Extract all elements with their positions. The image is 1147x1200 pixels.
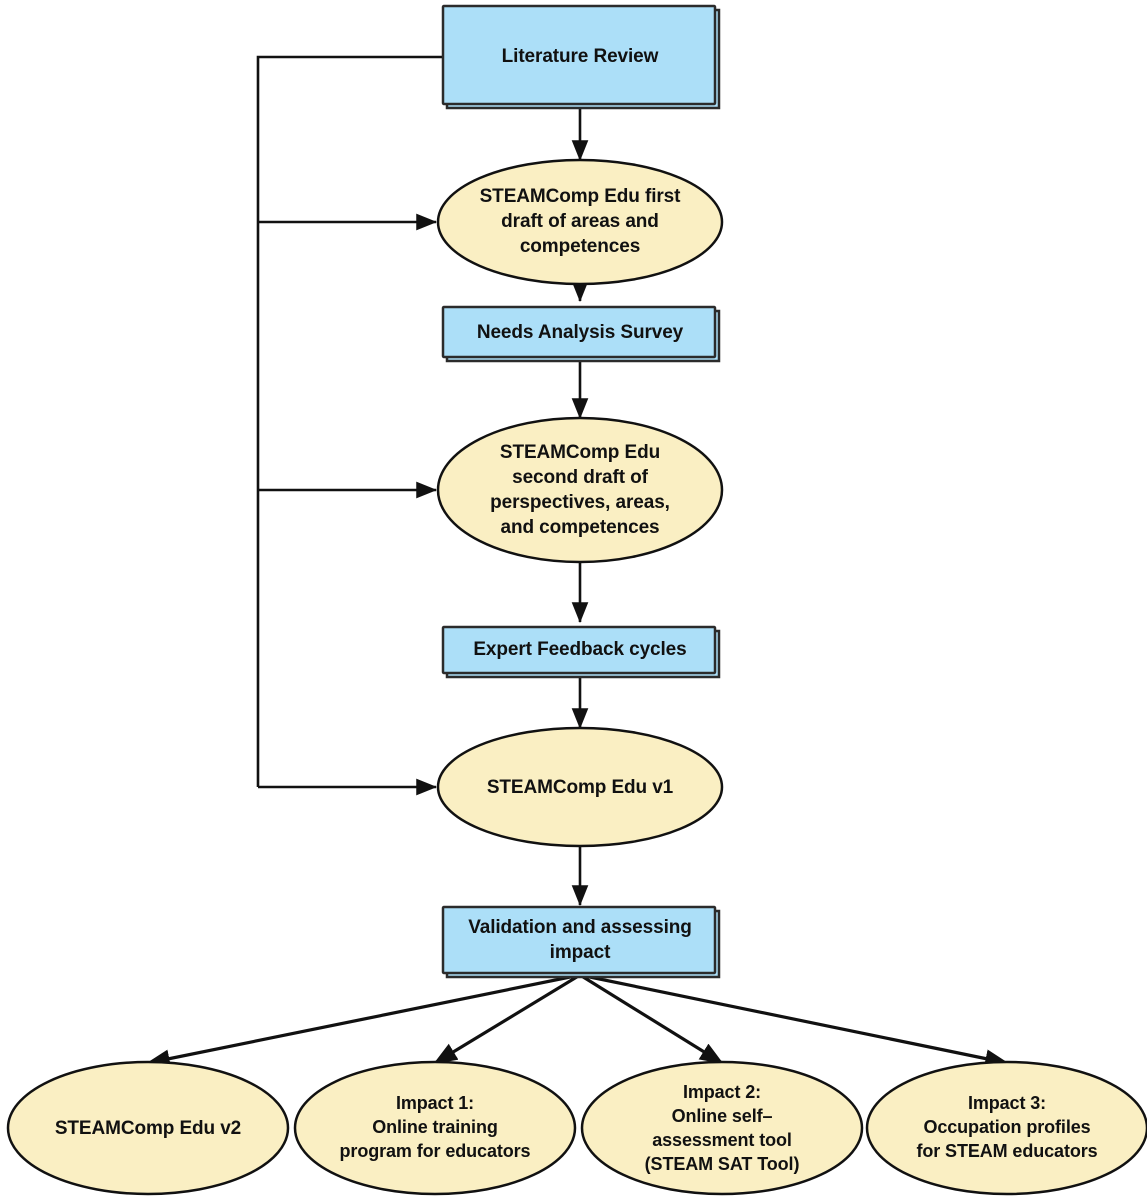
node-shape (441, 905, 717, 975)
node-label-line: STEAMComp Edu v1 (487, 777, 674, 798)
node-label-line: STEAMComp Edu v2 (55, 1118, 241, 1139)
node-label-line: Literature Review (502, 46, 659, 67)
node-second-draft[interactable]: STEAMComp Edu second draft of perspectiv… (436, 416, 724, 564)
node-label-line-2: impact (550, 942, 611, 963)
node-label-line-2: Occupation profiles (923, 1117, 1090, 1137)
node-shape (436, 416, 724, 564)
node-label-line-4: (STEAM SAT Tool) (645, 1154, 800, 1174)
node-shape (6, 1060, 290, 1196)
node-label-line: Needs Analysis Survey (477, 322, 684, 343)
edge-validation-to-impact-2 (579, 973, 724, 1065)
node-steamcomp-edu-v2[interactable]: STEAMComp Edu v2 (6, 1060, 290, 1196)
node-label-line-3: for STEAM educators (916, 1141, 1097, 1161)
edge-validation-to-impact-3 (579, 973, 1009, 1068)
node-label-line-1: Impact 3: (968, 1093, 1046, 1113)
node-label-line-2: draft of areas and (501, 211, 659, 232)
node-label-line-1: Impact 2: (683, 1082, 761, 1102)
node-shape (436, 158, 724, 286)
fanout-edges (146, 973, 1009, 1068)
node-shape (865, 1060, 1147, 1196)
node-label-line-3: perspectives, areas, (490, 492, 670, 513)
node-shape (441, 625, 717, 675)
node-shape (436, 726, 724, 848)
node-expert-feedback-cycles[interactable]: Expert Feedback cycles (441, 625, 721, 679)
feedback-loop-group (256, 55, 442, 796)
node-first-draft[interactable]: STEAMComp Edu first draft of areas and c… (436, 158, 724, 286)
node-needs-analysis-survey[interactable]: Needs Analysis Survey (441, 305, 721, 363)
node-label-line-4: and competences (501, 517, 660, 538)
edge-validation-to-v2 (146, 973, 581, 1068)
node-impact-2[interactable]: Impact 2: Online self– assessment tool (… (580, 1060, 864, 1196)
node-shape (293, 1060, 577, 1196)
node-label-line-1: Validation and assessing (468, 917, 692, 938)
node-literature-review[interactable]: Literature Review (441, 4, 721, 110)
node-label-line-2: Online self– (672, 1106, 773, 1126)
node-label-line-1: STEAMComp Edu first (480, 186, 682, 207)
edge-feedback-spine (256, 55, 442, 787)
node-label-line-1: STEAMComp Edu (500, 442, 660, 463)
node-steamcomp-edu-v1[interactable]: STEAMComp Edu v1 (436, 726, 724, 848)
node-label-line-2: second draft of (512, 467, 649, 488)
node-impact-3[interactable]: Impact 3: Occupation profiles for STEAM … (865, 1060, 1147, 1196)
node-impact-1[interactable]: Impact 1: Online training program for ed… (293, 1060, 577, 1196)
node-label-line-1: Impact 1: (396, 1093, 474, 1113)
node-label-line: Expert Feedback cycles (473, 639, 686, 660)
edge-validation-to-impact-1 (433, 973, 581, 1065)
node-validation-assessing-impact[interactable]: Validation and assessing impact (441, 905, 721, 979)
node-shape (441, 305, 717, 359)
node-label-line-2: Online training (372, 1117, 498, 1137)
node-label-line-3: program for educators (340, 1141, 531, 1161)
node-label-line-3: competences (520, 236, 640, 257)
node-shape (441, 4, 717, 106)
node-shape (580, 1060, 864, 1196)
node-label-line-3: assessment tool (652, 1130, 792, 1150)
